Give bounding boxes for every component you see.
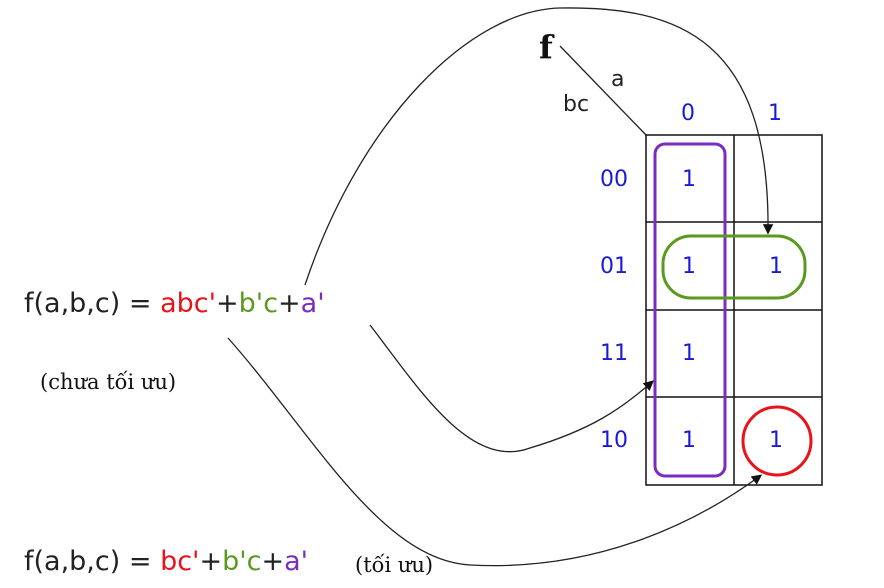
kmap-row-header: 10 (600, 428, 628, 453)
group-a-not-outline (653, 142, 727, 478)
connector-a-not (369, 324, 654, 453)
note-optimized: (tối ưu) (355, 553, 434, 577)
kmap-row-header: 00 (600, 167, 628, 192)
plus-sign: + (261, 546, 285, 577)
kmap-cell: 1 (682, 167, 696, 192)
kmap-row-variable: bc (563, 92, 590, 117)
expression-prefix: f(a,b,c) = (24, 288, 161, 319)
kmap-col-header: 1 (768, 101, 782, 126)
term-bnot-c: b'c (222, 546, 262, 577)
kmap-cell: 1 (769, 254, 783, 279)
connector-bnot-c (304, 7, 774, 286)
plus-sign: + (278, 288, 301, 319)
connector-optimized (227, 337, 763, 567)
term-bnot-c: b'c (238, 288, 279, 319)
expression-prefix: f(a,b,c) = (24, 546, 161, 577)
expression-unoptimized: f(a,b,c) = abc'+b'c+a' (24, 288, 325, 319)
kmap-row-header: 01 (600, 254, 628, 279)
plus-sign: + (216, 288, 239, 319)
kmap-row-header: 11 (600, 341, 628, 366)
term-a-not: a' (284, 546, 309, 577)
group-bnot-c-outline (661, 234, 807, 300)
kmap-cell: 1 (682, 428, 696, 453)
kmap-corner-diagonal (559, 45, 647, 136)
kmap-cell: 1 (769, 428, 783, 453)
kmap-function-name: f (539, 28, 553, 66)
term-abcnot: abc' (160, 288, 217, 319)
kmap-col-header: 0 (681, 101, 695, 126)
kmap-cell: 1 (682, 254, 696, 279)
group-abcnot-outline (741, 405, 813, 477)
term-bcnot: bc' (160, 546, 200, 577)
note-unoptimized: (chưa tối ưu) (40, 370, 177, 394)
kmap-cell: 1 (682, 341, 696, 366)
kmap-col-variable: a (611, 67, 625, 92)
expression-optimized: f(a,b,c) = bc'+b'c+a' (24, 546, 308, 577)
term-a-not: a' (300, 288, 325, 319)
plus-sign: + (199, 546, 223, 577)
